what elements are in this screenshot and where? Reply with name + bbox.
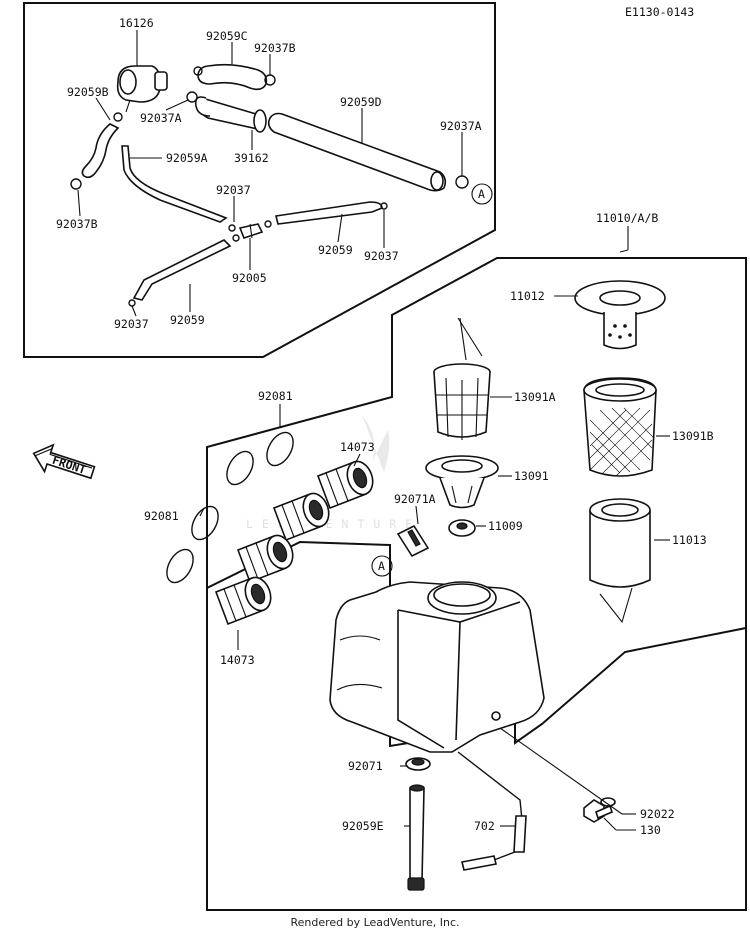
hose-92059B	[81, 123, 120, 179]
bolt-130	[583, 799, 613, 823]
label-92005: 92005	[232, 271, 267, 285]
part-labels: 16126 92059C 92037B 92059B 92037A 92059D…	[56, 16, 714, 837]
label-92037B-bottom: 92037B	[56, 217, 98, 231]
cage-13091A	[433, 363, 491, 440]
hose-92059-bottom	[132, 239, 232, 301]
label-92037A-right: 92037A	[440, 119, 482, 133]
clamp-92037-right	[380, 202, 388, 210]
label-13091B: 13091B	[672, 429, 714, 443]
air-cleaner-housing	[329, 581, 545, 753]
footer-credit: Rendered by LeadVenture, Inc.	[290, 916, 460, 929]
foam-element-11013	[589, 498, 651, 588]
label-39162: 39162	[234, 151, 269, 165]
label-92081-left: 92081	[144, 509, 179, 523]
mesh-element-13091B	[583, 377, 657, 477]
label-92059E: 92059E	[342, 819, 384, 833]
label-13091: 13091	[514, 469, 549, 483]
plug-92071A	[396, 524, 430, 558]
ref-mark-a-top: A	[478, 187, 485, 201]
watermark-text: LEADVENTURE	[246, 517, 421, 531]
breather-frame	[23, 2, 496, 358]
grommet-11009	[448, 519, 476, 537]
breather-valve-16126	[116, 65, 168, 113]
label-92037B-top: 92037B	[254, 41, 296, 55]
label-11013: 11013	[672, 533, 707, 547]
label-92059A: 92059A	[166, 151, 208, 165]
front-label: FRONT	[51, 453, 88, 477]
cord-702	[457, 751, 523, 867]
label-130: 130	[640, 823, 661, 837]
ref-mark-a-bottom: A	[378, 559, 385, 573]
label-11010AB: 11010/A/B	[596, 211, 658, 225]
leader-lines	[77, 30, 670, 831]
front-arrow: FRONT	[32, 443, 96, 480]
ducts-14073	[214, 460, 374, 626]
clamp-92037-bottom	[128, 299, 136, 307]
fitting-92005	[238, 223, 264, 239]
holder-13091	[425, 455, 499, 509]
hose-92059A	[121, 145, 228, 223]
o-rings-92081	[166, 431, 294, 584]
clamp-near-valve	[113, 112, 123, 122]
label-92037-mid: 92037	[216, 183, 251, 197]
label-16126: 16126	[119, 16, 154, 30]
label-11012: 11012	[510, 289, 545, 303]
label-92059-bottom: 92059	[170, 313, 205, 327]
washer-92022	[600, 797, 616, 807]
label-13091A: 13091A	[514, 390, 556, 404]
hose-92059C	[197, 63, 268, 91]
clamp-92037A-right	[455, 175, 469, 189]
label-14073-bottom: 14073	[220, 653, 255, 667]
label-92037A-left: 92037A	[140, 111, 182, 125]
hose-92059-right	[275, 201, 383, 225]
label-92037-bottom: 92037	[114, 317, 149, 331]
label-702: 702	[474, 819, 495, 833]
label-92071A: 92071A	[394, 492, 436, 506]
label-92071: 92071	[348, 759, 383, 773]
label-11009: 11009	[488, 519, 523, 533]
label-92022: 92022	[640, 807, 675, 821]
cover-11012	[574, 280, 666, 350]
label-92059D: 92059D	[340, 95, 382, 109]
label-14073-top: 14073	[340, 440, 375, 454]
drain-hose-92059E	[407, 784, 425, 891]
separator-39162	[194, 96, 267, 133]
clamp-92037A-left	[186, 91, 198, 103]
label-92059C: 92059C	[206, 29, 248, 43]
label-92081-top: 92081	[258, 389, 293, 403]
diagram-code: E1130-0143	[625, 5, 694, 19]
grommet-92071	[405, 757, 431, 771]
label-92059B: 92059B	[67, 85, 109, 99]
label-92037-right: 92037	[364, 249, 399, 263]
label-92059-right: 92059	[318, 243, 353, 257]
clamp-92037B-bottom	[70, 178, 82, 190]
tube-92059D	[267, 112, 447, 192]
